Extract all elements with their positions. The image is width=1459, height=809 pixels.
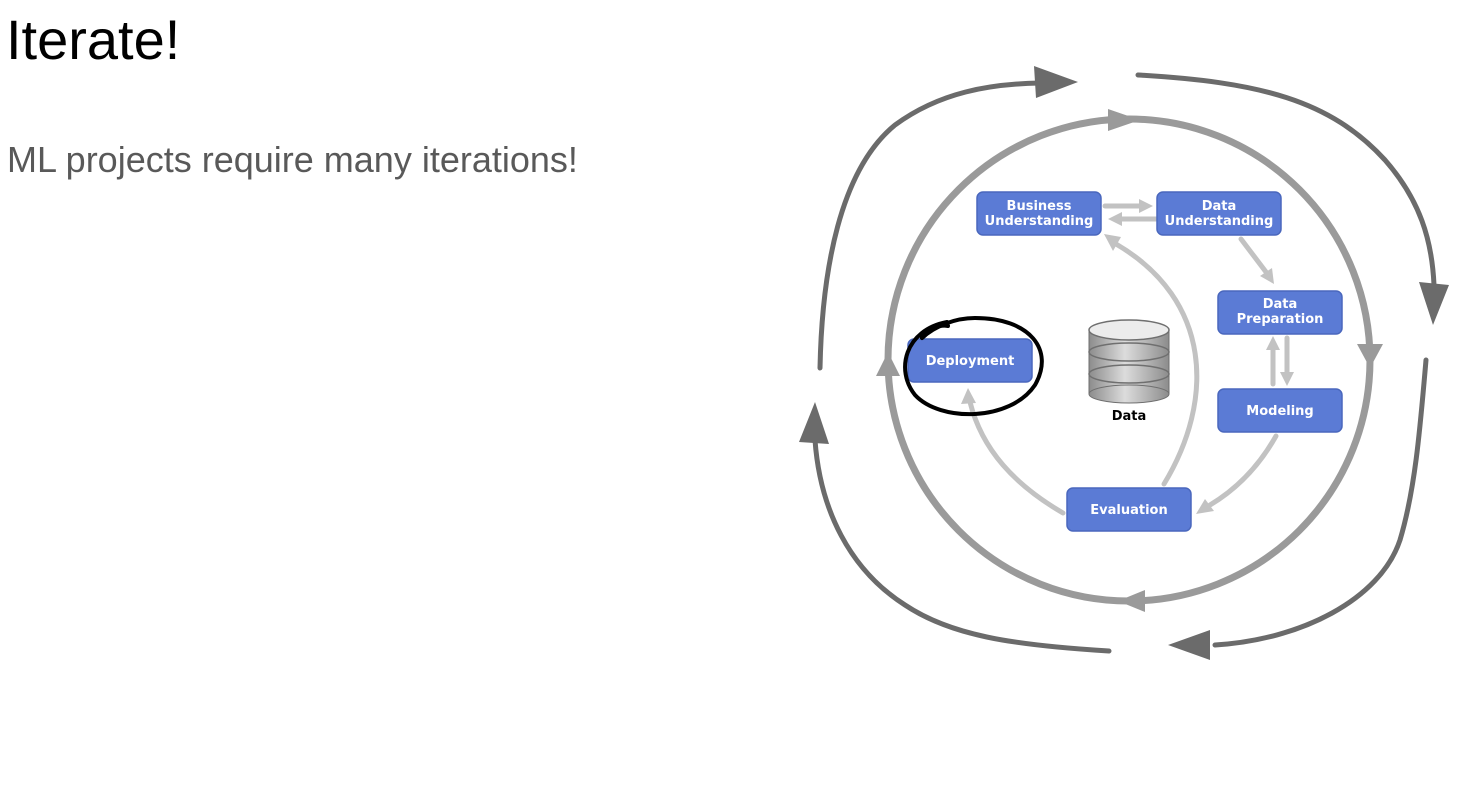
phase-evaluation: Evaluation [1066, 487, 1192, 532]
inner-arrowhead-top [1108, 109, 1140, 131]
arrow-modeling-to-evaluation [1207, 433, 1279, 508]
phase-deployment: Deployment [907, 338, 1033, 383]
flow-arrows [967, 203, 1290, 516]
flow-arrowheads [961, 199, 1294, 514]
outer-arrowhead-left [799, 402, 829, 444]
phase-label-preparation: Preparation [1237, 312, 1324, 327]
outer-arrow-top-right [1135, 72, 1437, 288]
phase-modeling: Modeling [1217, 388, 1343, 433]
phase-label-modeling: Modeling [1246, 404, 1313, 419]
phase-label-deployment: Deployment [926, 354, 1015, 369]
phase-label-evaluation: Evaluation [1090, 503, 1167, 518]
inner-arrowhead-bottom [1118, 590, 1145, 612]
phase-label-business: Business [1007, 199, 1072, 214]
phase-business-understanding: Business Understanding [976, 191, 1102, 236]
deployment-highlight-circle [903, 315, 1044, 417]
outer-arrow-top-left [817, 80, 1043, 371]
phase-label-understanding-2: Understanding [1165, 214, 1274, 229]
inner-arrowhead-left [876, 352, 900, 376]
outer-arrowhead-right [1419, 282, 1449, 325]
outer-arrow-bottom-right [1212, 357, 1429, 648]
outer-cycle-arrows [812, 72, 1437, 654]
arrow-evaluation-to-business [1113, 241, 1200, 487]
slide-subtitle: ML projects require many iterations! [7, 139, 578, 180]
phase-label-understanding: Understanding [985, 214, 1094, 229]
outer-arrowhead-top [1034, 66, 1078, 98]
phase-data-understanding: Data Understanding [1156, 191, 1282, 236]
database-label: Data [1112, 409, 1147, 424]
phase-label-data-2: Data [1263, 297, 1298, 312]
outer-arrow-bottom-left [812, 437, 1112, 654]
phase-label-data: Data [1202, 199, 1237, 214]
arrow-understanding-to-preparation [1238, 236, 1269, 275]
phase-data-preparation: Data Preparation [1217, 290, 1343, 335]
outer-arrowhead-bottom [1168, 630, 1210, 660]
outer-arrowheads [799, 66, 1449, 660]
inner-ring [876, 109, 1383, 612]
inner-arrowhead-right [1357, 344, 1383, 368]
arrow-evaluation-to-deployment [967, 399, 1066, 516]
slide-title: Iterate! [6, 8, 181, 71]
database-icon [1088, 319, 1170, 404]
